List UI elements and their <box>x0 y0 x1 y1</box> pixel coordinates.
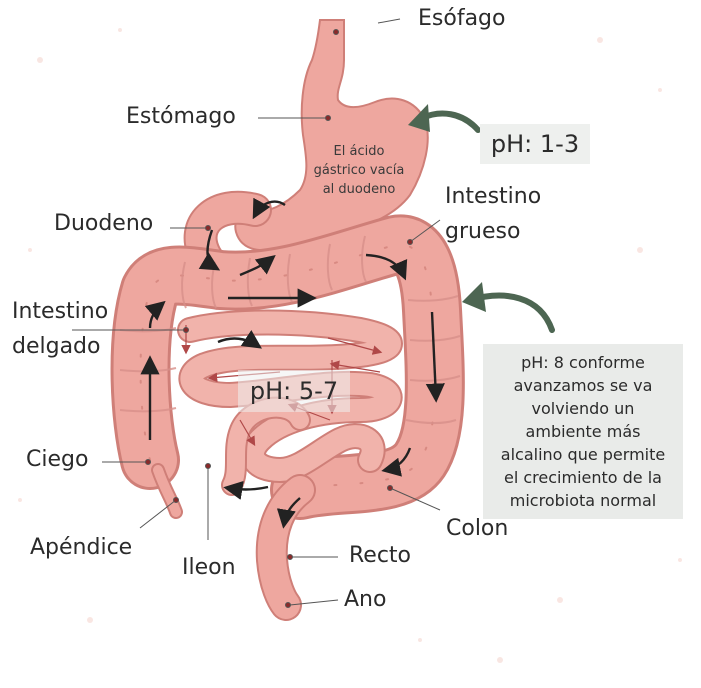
label-intestino-grueso-line1: Intestino <box>445 184 542 209</box>
background-dots <box>18 28 682 663</box>
label-apendice: Apéndice <box>30 535 133 560</box>
ph-stomach-box: pH: 1-3 <box>480 124 590 164</box>
label-intestino-delgado-line1: Intestino <box>12 299 109 324</box>
ph-large-line: microbiota normal <box>509 491 657 510</box>
note-gastric-line: El ácido <box>333 144 385 159</box>
ph-large-line: avanzamos se va <box>513 376 653 395</box>
ph-large-line: alcalino que permite <box>500 445 666 464</box>
rectum-organ <box>255 474 316 621</box>
colon-haustra <box>119 235 461 424</box>
note-gastric-line: al duodeno <box>322 182 396 197</box>
leader-lines <box>72 18 441 608</box>
ph-large-line: volviendo un <box>531 399 635 418</box>
label-ano: Ano <box>344 587 387 612</box>
label-recto: Recto <box>349 543 412 568</box>
ph-large-line: ambiente más <box>525 422 641 441</box>
note-gastric-acid: El ácido gástrico vacía al duodeno <box>294 142 424 199</box>
label-duodeno: Duodeno <box>54 211 154 236</box>
green-pointer-heads <box>408 104 486 312</box>
label-ciego: Ciego <box>26 447 89 472</box>
note-gastric-line: gástrico vacía <box>313 163 405 178</box>
label-intestino-delgado-line2: delgado <box>12 334 101 359</box>
ph-small-intestine-box: pH: 5-7 <box>238 370 350 412</box>
flow-arrows <box>140 197 445 529</box>
ph-large-line: pH: 8 conforme <box>521 353 645 372</box>
label-intestino-grueso-line2: grueso <box>445 219 521 244</box>
label-esofago: Esófago <box>418 6 506 31</box>
label-colon: Colon <box>446 516 509 541</box>
label-ileon: Ileon <box>182 555 236 580</box>
appendix-organ <box>151 463 183 519</box>
label-estomago: Estómago <box>126 104 236 129</box>
ph-large-line: el crecimiento de la <box>504 468 662 487</box>
ph-large-intestine-box: pH: 8 conforme avanzamos se va volviendo… <box>483 344 683 519</box>
large-intestine-organ <box>110 214 465 520</box>
